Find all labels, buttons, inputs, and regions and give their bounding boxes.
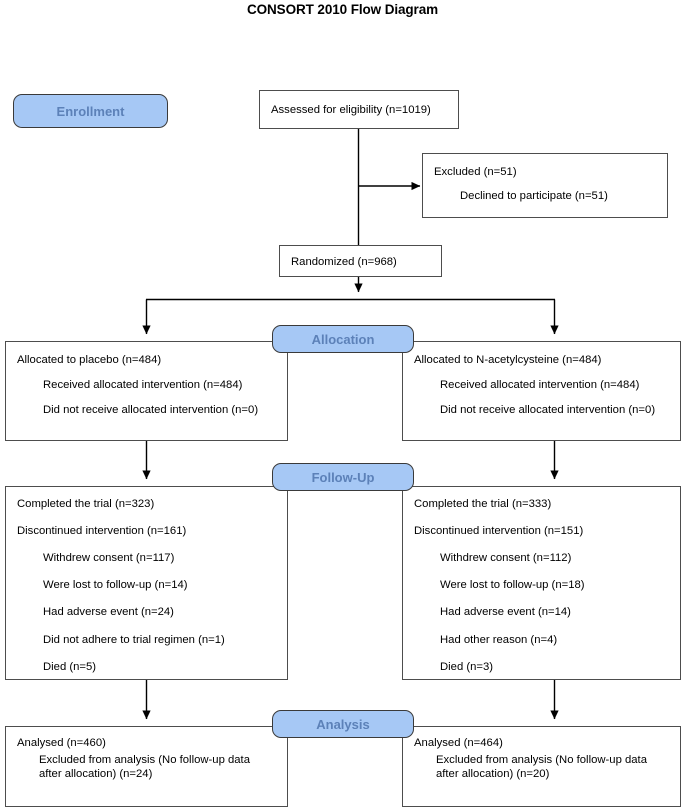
stage-badge-enrollment: Enrollment: [13, 94, 168, 128]
box-excluded: Excluded (n=51) Declined to participate …: [422, 153, 668, 218]
box-followup-right: Completed the trial (n=333) Discontinued…: [402, 486, 681, 680]
box-assessed-for-eligibility: Assessed for eligibility (n=1019): [259, 90, 459, 129]
followup-right-reason: Died (n=3): [440, 660, 494, 673]
randomized-text: Randomized (n=968): [291, 256, 397, 268]
box-analysis-left: Analysed (n=460) Excluded from analysis …: [5, 726, 288, 807]
followup-left-reason: Died (n=5): [43, 660, 97, 673]
followup-right-discontinued: Discontinued intervention (n=151): [414, 525, 584, 538]
analysis-right-analysed: Analysed (n=464): [414, 737, 503, 749]
allocation-right-received: Received allocated intervention (n=484): [440, 379, 640, 392]
followup-right-reason: Were lost to follow-up (n=18): [440, 579, 585, 592]
box-allocation-left: Allocated to placebo (n=484) Received al…: [5, 341, 288, 441]
box-followup-left: Completed the trial (n=323) Discontinued…: [5, 486, 288, 680]
assessed-text: Assessed for eligibility (n=1019): [271, 104, 431, 116]
followup-right-reason: Had other reason (n=4): [440, 633, 558, 646]
stage-badge-analysis: Analysis: [272, 710, 414, 738]
allocation-left-not-received: Did not receive allocated intervention (…: [43, 404, 259, 417]
followup-left-reason: Did not adhere to trial regimen (n=1): [43, 633, 225, 646]
analysis-left-excluded: Excluded from analysis (No follow-up dat…: [39, 754, 250, 781]
followup-right-reason: Withdrew consent (n=112): [440, 552, 572, 565]
analysis-left-analysed: Analysed (n=460): [17, 737, 106, 749]
followup-left-reason: Withdrew consent (n=117): [43, 552, 175, 565]
allocation-left-received: Received allocated intervention (n=484): [43, 379, 243, 392]
followup-left-reason: Had adverse event (n=24): [43, 606, 174, 619]
box-allocation-right: Allocated to N-acetylcysteine (n=484) Re…: [402, 341, 681, 441]
stage-badge-allocation-label: Allocation: [311, 331, 375, 347]
stage-badge-followup-label: Follow-Up: [311, 469, 375, 485]
followup-right-completed: Completed the trial (n=333): [414, 498, 552, 510]
allocation-right-allocated: Allocated to N-acetylcysteine (n=484): [414, 354, 602, 366]
followup-right-reason: Had adverse event (n=14): [440, 606, 571, 619]
page-title: CONSORT 2010 Flow Diagram: [246, 2, 439, 17]
followup-left-discontinued: Discontinued intervention (n=161): [17, 525, 187, 538]
excluded-reason: Declined to participate (n=51): [460, 190, 608, 203]
stage-badge-enrollment-label: Enrollment: [56, 103, 125, 119]
box-analysis-right: Analysed (n=464) Excluded from analysis …: [402, 726, 681, 807]
followup-left-reason: Were lost to follow-up (n=14): [43, 579, 188, 592]
allocation-left-allocated: Allocated to placebo (n=484): [17, 354, 162, 366]
stage-badge-followup: Follow-Up: [272, 463, 414, 491]
analysis-right-excluded: Excluded from analysis (No follow-up dat…: [436, 754, 647, 781]
stage-badge-allocation: Allocation: [272, 325, 414, 353]
box-randomized: Randomized (n=968): [279, 245, 442, 277]
followup-left-completed: Completed the trial (n=323): [17, 498, 155, 510]
stage-badge-analysis-label: Analysis: [316, 716, 370, 732]
allocation-right-not-received: Did not receive allocated intervention (…: [440, 404, 656, 417]
excluded-title: Excluded (n=51): [434, 166, 517, 178]
